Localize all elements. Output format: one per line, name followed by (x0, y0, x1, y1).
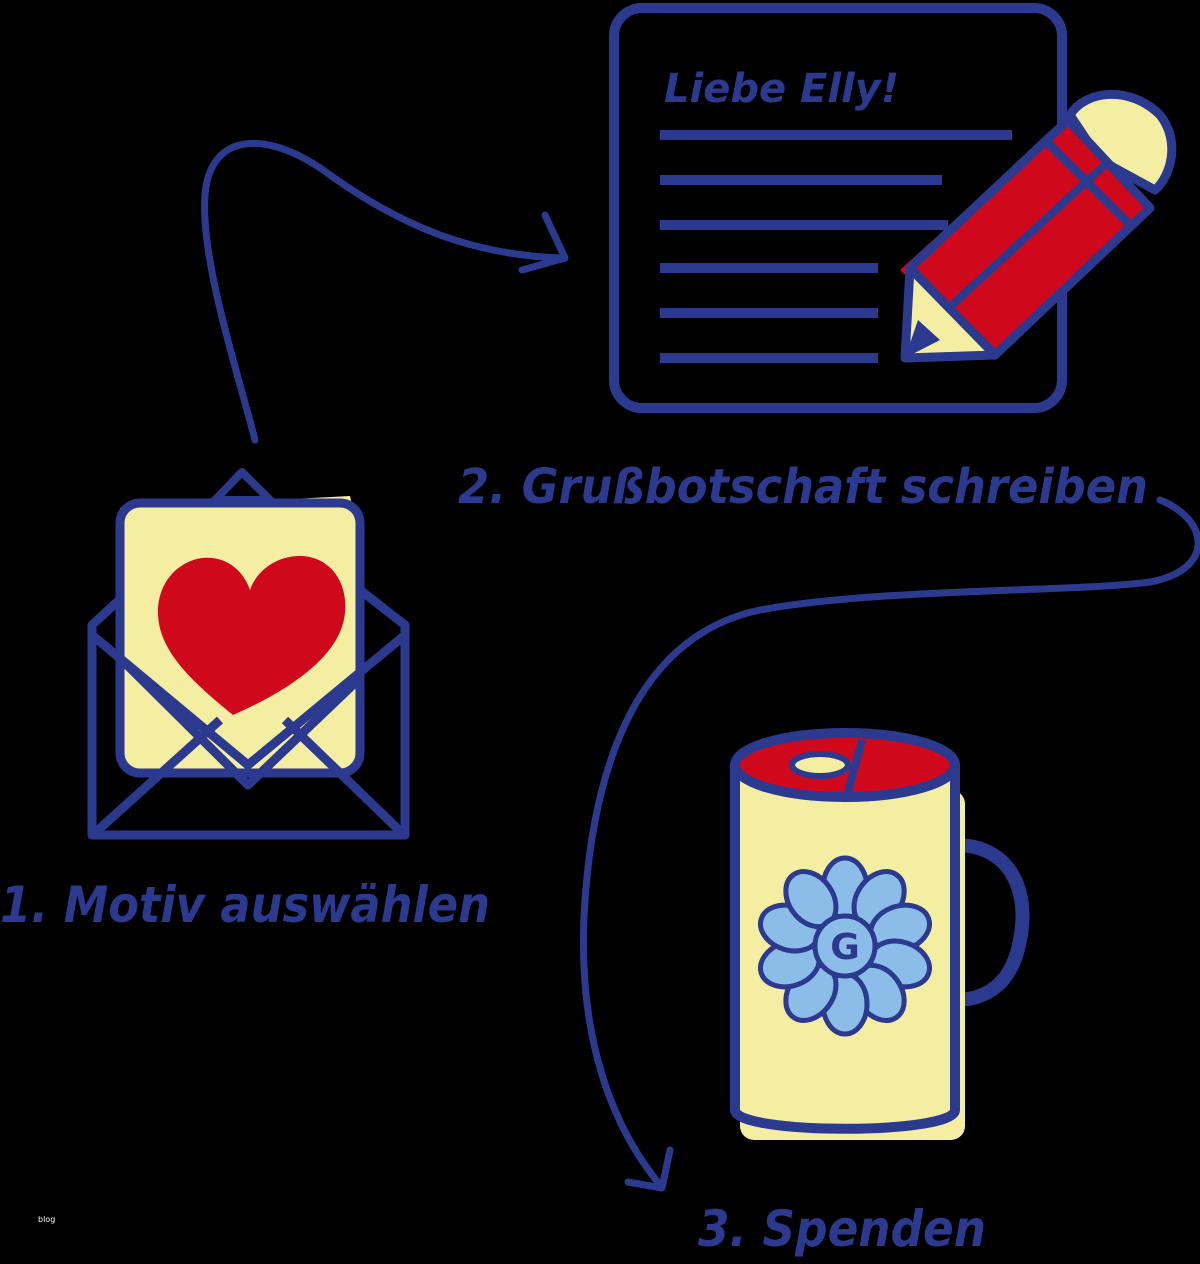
step-1-label: 1. Motiv auswählen (0, 876, 490, 934)
donation-can-icon: G (730, 728, 1030, 1140)
flower-logo-icon: G (758, 855, 932, 1037)
watermark-text: blog (38, 1215, 55, 1224)
letter-greeting: Liebe Elly! (664, 66, 899, 112)
step-3-label: 3. Spenden (698, 1200, 986, 1258)
pencil-icon (900, 89, 1177, 363)
letter-pencil-icon: Liebe Elly! (609, 3, 1177, 413)
envelope-heart-icon (87, 468, 410, 840)
step-2-label: 2. Grußbotschaft schreiben (458, 459, 1148, 515)
logo-letter: G (830, 927, 860, 968)
heart-icon (158, 556, 346, 715)
arrow-letter-to-can (579, 496, 1200, 1192)
arrow-envelope-to-letter (201, 139, 569, 444)
letter-text-lines (660, 130, 1012, 363)
